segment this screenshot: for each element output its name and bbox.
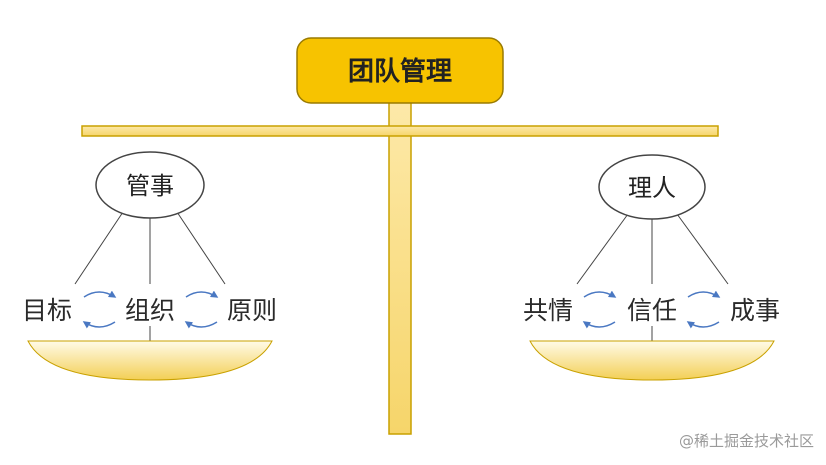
- right-item-1: 共情: [523, 296, 573, 325]
- left-cycle-arrow-2-bottom: [184, 321, 218, 329]
- left-string-1: [74, 211, 124, 285]
- left-pan-label: 管事: [126, 172, 174, 200]
- watermark-text: @稀土掘金技术社区: [679, 432, 814, 450]
- left-pan-group: 管事 目标 组织 原则: [22, 151, 277, 381]
- right-cycle-arrow-1-top: [583, 290, 617, 298]
- right-item-3: 成事: [730, 296, 780, 325]
- right-string-3: [676, 213, 729, 285]
- left-pan-bowl: [27, 340, 273, 381]
- scale-post: [388, 99, 412, 435]
- left-cycle-arrow-2-top: [185, 290, 219, 298]
- left-cycle-arrow-1-bottom: [82, 321, 116, 329]
- right-cycle-arrow-2-bottom: [686, 321, 720, 329]
- left-item-3: 原则: [227, 296, 277, 325]
- right-pan-label-circle: [598, 154, 706, 220]
- right-item-2: 信任: [627, 296, 677, 325]
- scale-beam: [81, 125, 719, 137]
- right-cycle-arrow-1-bottom: [582, 321, 616, 329]
- left-string-3: [176, 211, 226, 285]
- title-box: [296, 37, 504, 104]
- left-item-2: 组织: [125, 296, 175, 325]
- left-pan-label-circle: [95, 151, 205, 219]
- left-item-1: 目标: [22, 296, 72, 325]
- right-pan-bowl: [529, 340, 775, 381]
- right-cycle-arrow-2-top: [687, 290, 721, 298]
- left-cycle-arrow-1-top: [83, 290, 117, 298]
- right-pan-label: 理人: [628, 174, 676, 202]
- right-pan-group: 理人 共情 信任 成事: [523, 154, 780, 381]
- right-string-1: [576, 213, 629, 285]
- title-text: 团队管理: [348, 57, 452, 87]
